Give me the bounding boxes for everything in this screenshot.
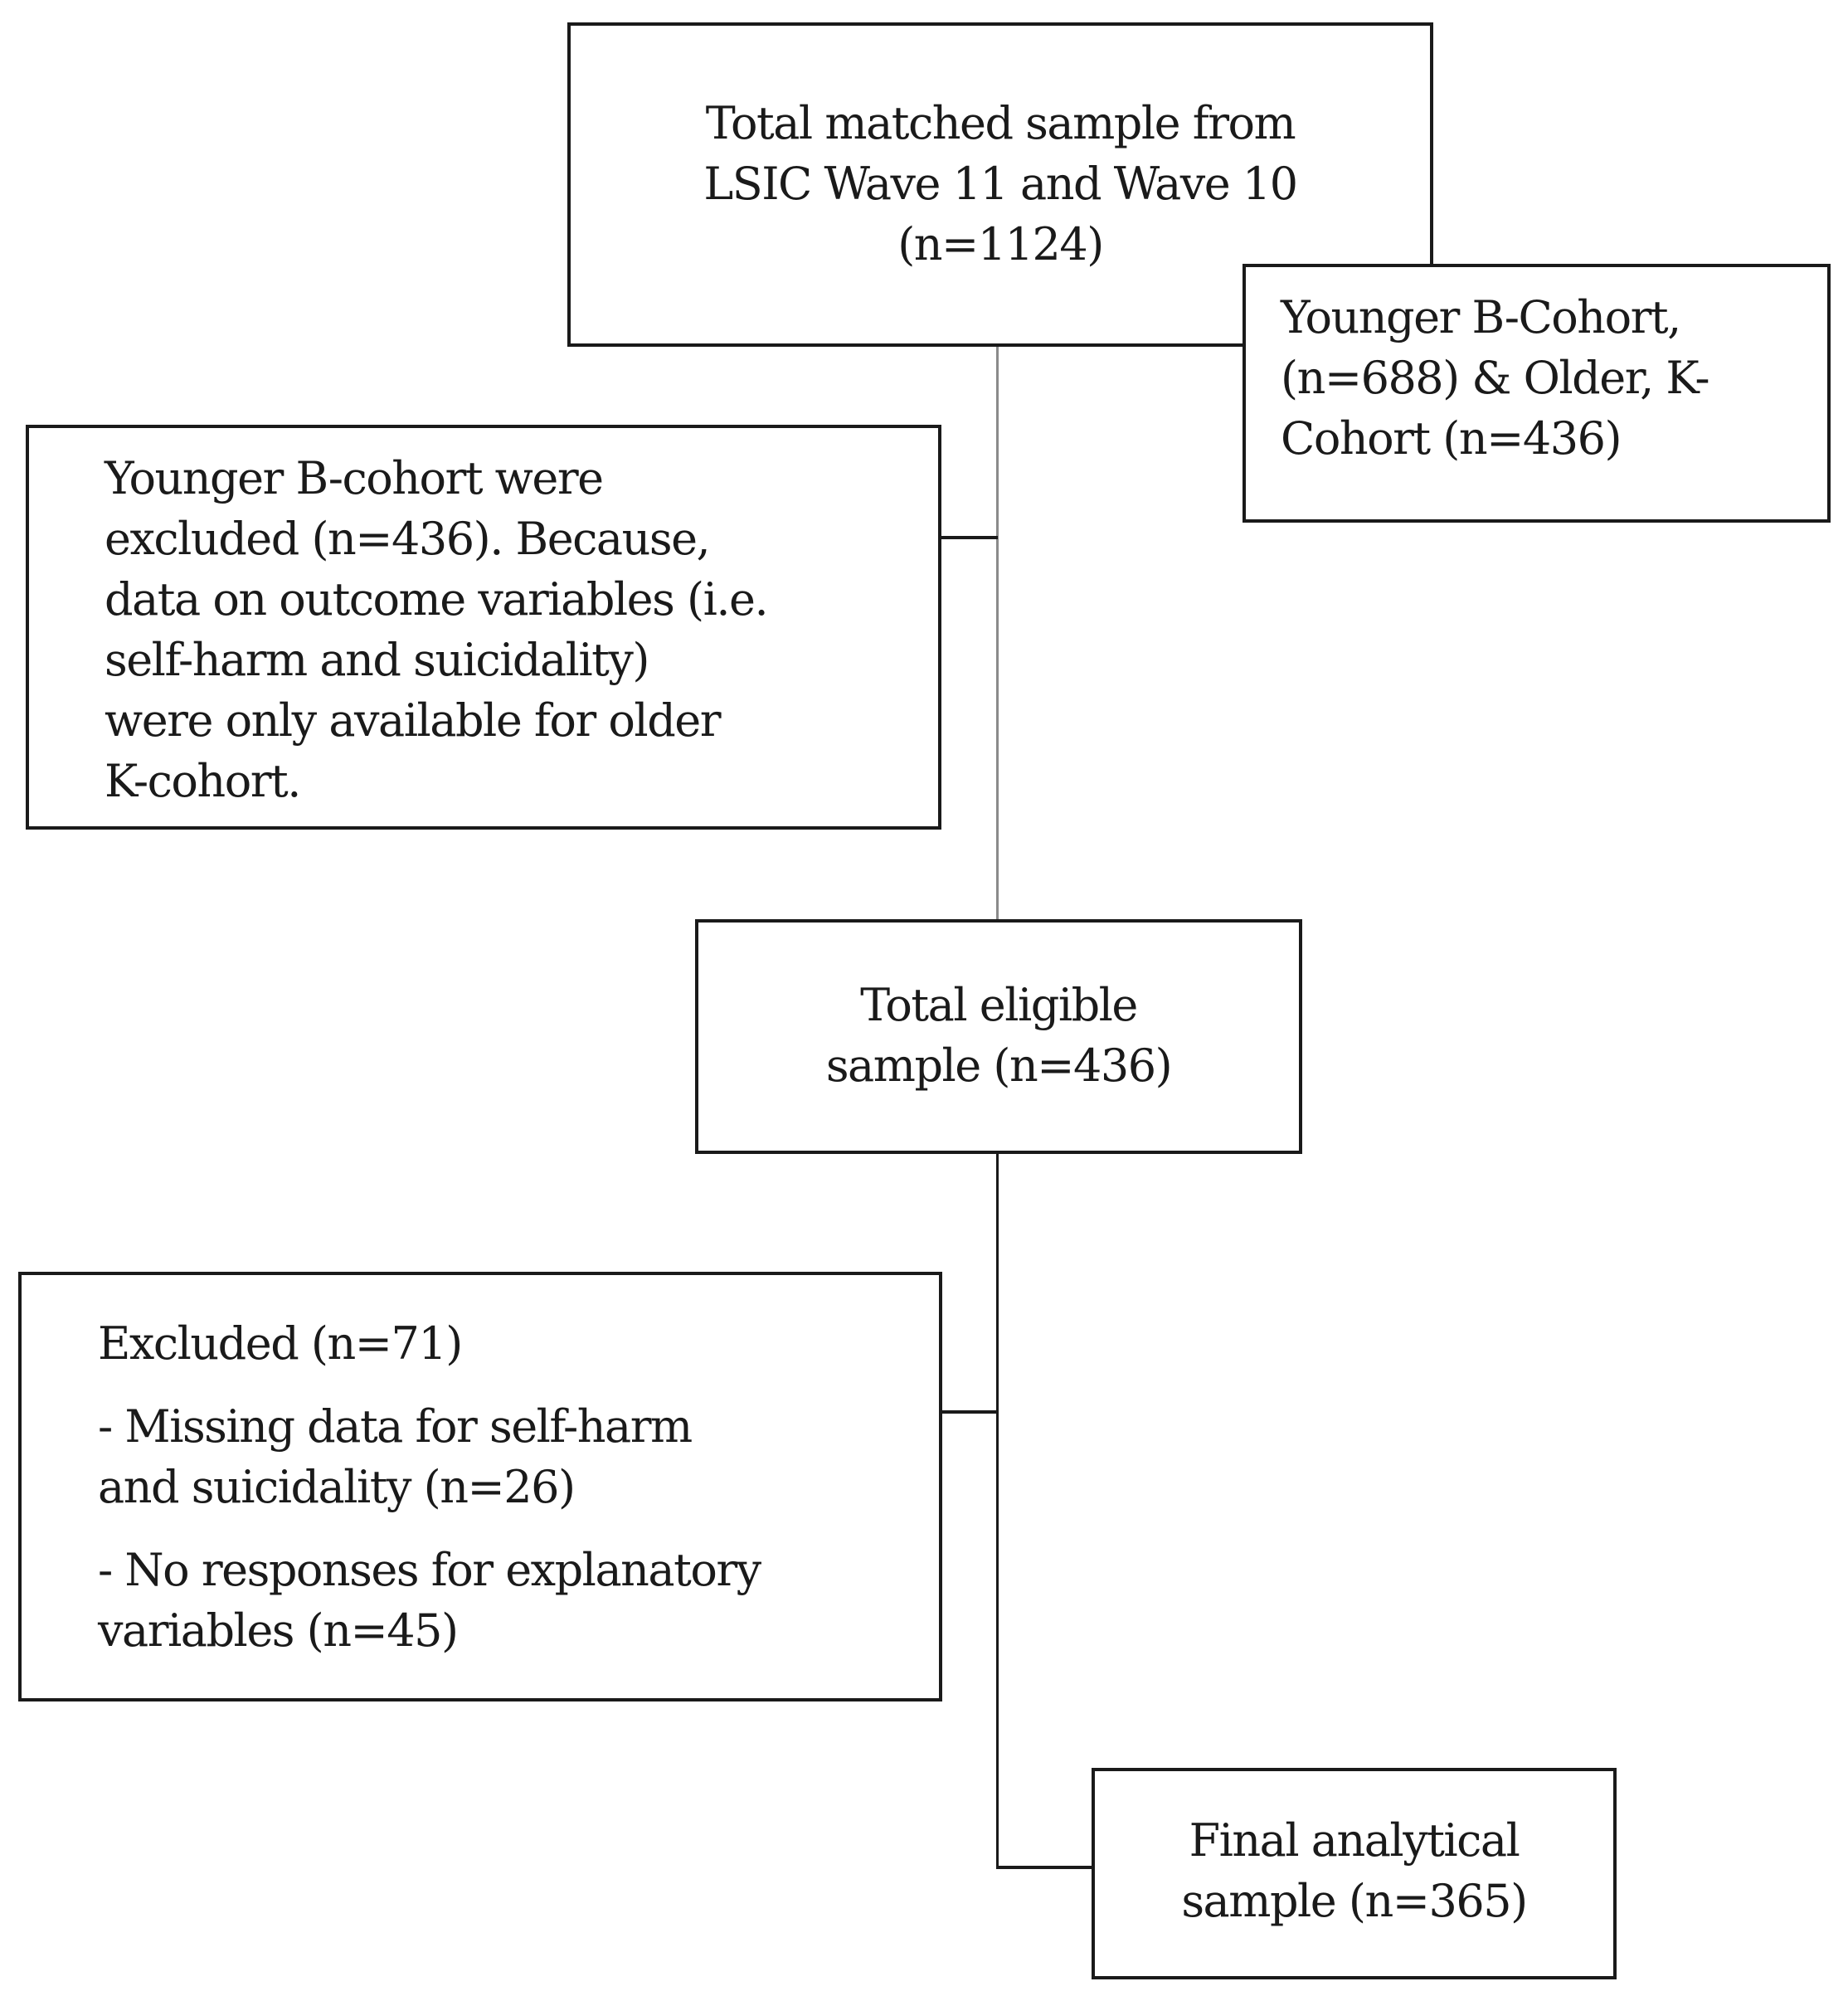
total-matched-sample-text: Total matched sample from LSIC Wave 11 a… bbox=[567, 93, 1433, 275]
cohorts-line-1: Younger B-Cohort, bbox=[1281, 291, 1681, 343]
eligible-sample-box bbox=[695, 919, 1302, 1154]
connector-branch-excluded-71 bbox=[942, 1410, 998, 1414]
final-sample-box bbox=[1092, 1768, 1617, 1979]
excluded-71-title: Excluded (n=71) bbox=[98, 1317, 463, 1370]
total-matched-line-2: LSIC Wave 11 and Wave 10 bbox=[703, 158, 1298, 210]
connector-eligible-to-final bbox=[996, 1154, 999, 1869]
excluded-71-item2-line-1: - No responses for explanatory bbox=[98, 1544, 761, 1596]
excluded-b-cohort-box bbox=[26, 425, 941, 830]
excluded-b-line-1: Younger B-cohort were bbox=[105, 452, 604, 504]
excluded-71-item1-line-2: and suicidality (n=26) bbox=[98, 1461, 576, 1513]
excluded-71-item1-line-1: - Missing data for self-harm bbox=[98, 1400, 693, 1453]
cohorts-line-3: Cohort (n=436) bbox=[1281, 412, 1622, 465]
cohorts-line-2: (n=688) & Older, K- bbox=[1281, 352, 1710, 404]
eligible-sample-text: Total eligible sample (n=436) bbox=[695, 975, 1302, 1096]
excluded-b-line-6: K-cohort. bbox=[105, 755, 301, 807]
total-matched-line-3: (n=1124) bbox=[897, 218, 1104, 270]
excluded-71-item2-line-2: variables (n=45) bbox=[98, 1604, 459, 1657]
excluded-b-line-2: excluded (n=436). Because, bbox=[105, 513, 711, 565]
excluded-b-cohort-text: Younger B-cohort were excluded (n=436). … bbox=[105, 448, 769, 811]
connector-to-final bbox=[996, 1866, 1093, 1869]
final-line-1: Final analytical bbox=[1189, 1814, 1520, 1867]
connector-branch-excluded-b bbox=[941, 536, 998, 539]
excluded-71-box bbox=[18, 1272, 942, 1701]
eligible-line-1: Total eligible bbox=[860, 979, 1138, 1031]
eligible-line-2: sample (n=436) bbox=[825, 1039, 1173, 1092]
connector-total-to-eligible bbox=[996, 347, 999, 919]
excluded-71-item-missing-data: - Missing data for self-harm and suicida… bbox=[98, 1396, 693, 1517]
excluded-71-item-no-responses: - No responses for explanatory variables… bbox=[98, 1540, 761, 1661]
cohort-split-text: Younger B-Cohort, (n=688) & Older, K- Co… bbox=[1281, 287, 1710, 469]
excluded-b-line-4: self-harm and suicidality) bbox=[105, 634, 649, 686]
excluded-b-line-3: data on outcome variables (i.e. bbox=[105, 573, 769, 626]
final-sample-text: Final analytical sample (n=365) bbox=[1092, 1810, 1617, 1931]
total-matched-line-1: Total matched sample from bbox=[705, 97, 1296, 149]
excluded-b-line-5: were only available for older bbox=[105, 694, 722, 747]
final-line-2: sample (n=365) bbox=[1181, 1875, 1528, 1927]
cohort-split-box bbox=[1243, 264, 1831, 523]
